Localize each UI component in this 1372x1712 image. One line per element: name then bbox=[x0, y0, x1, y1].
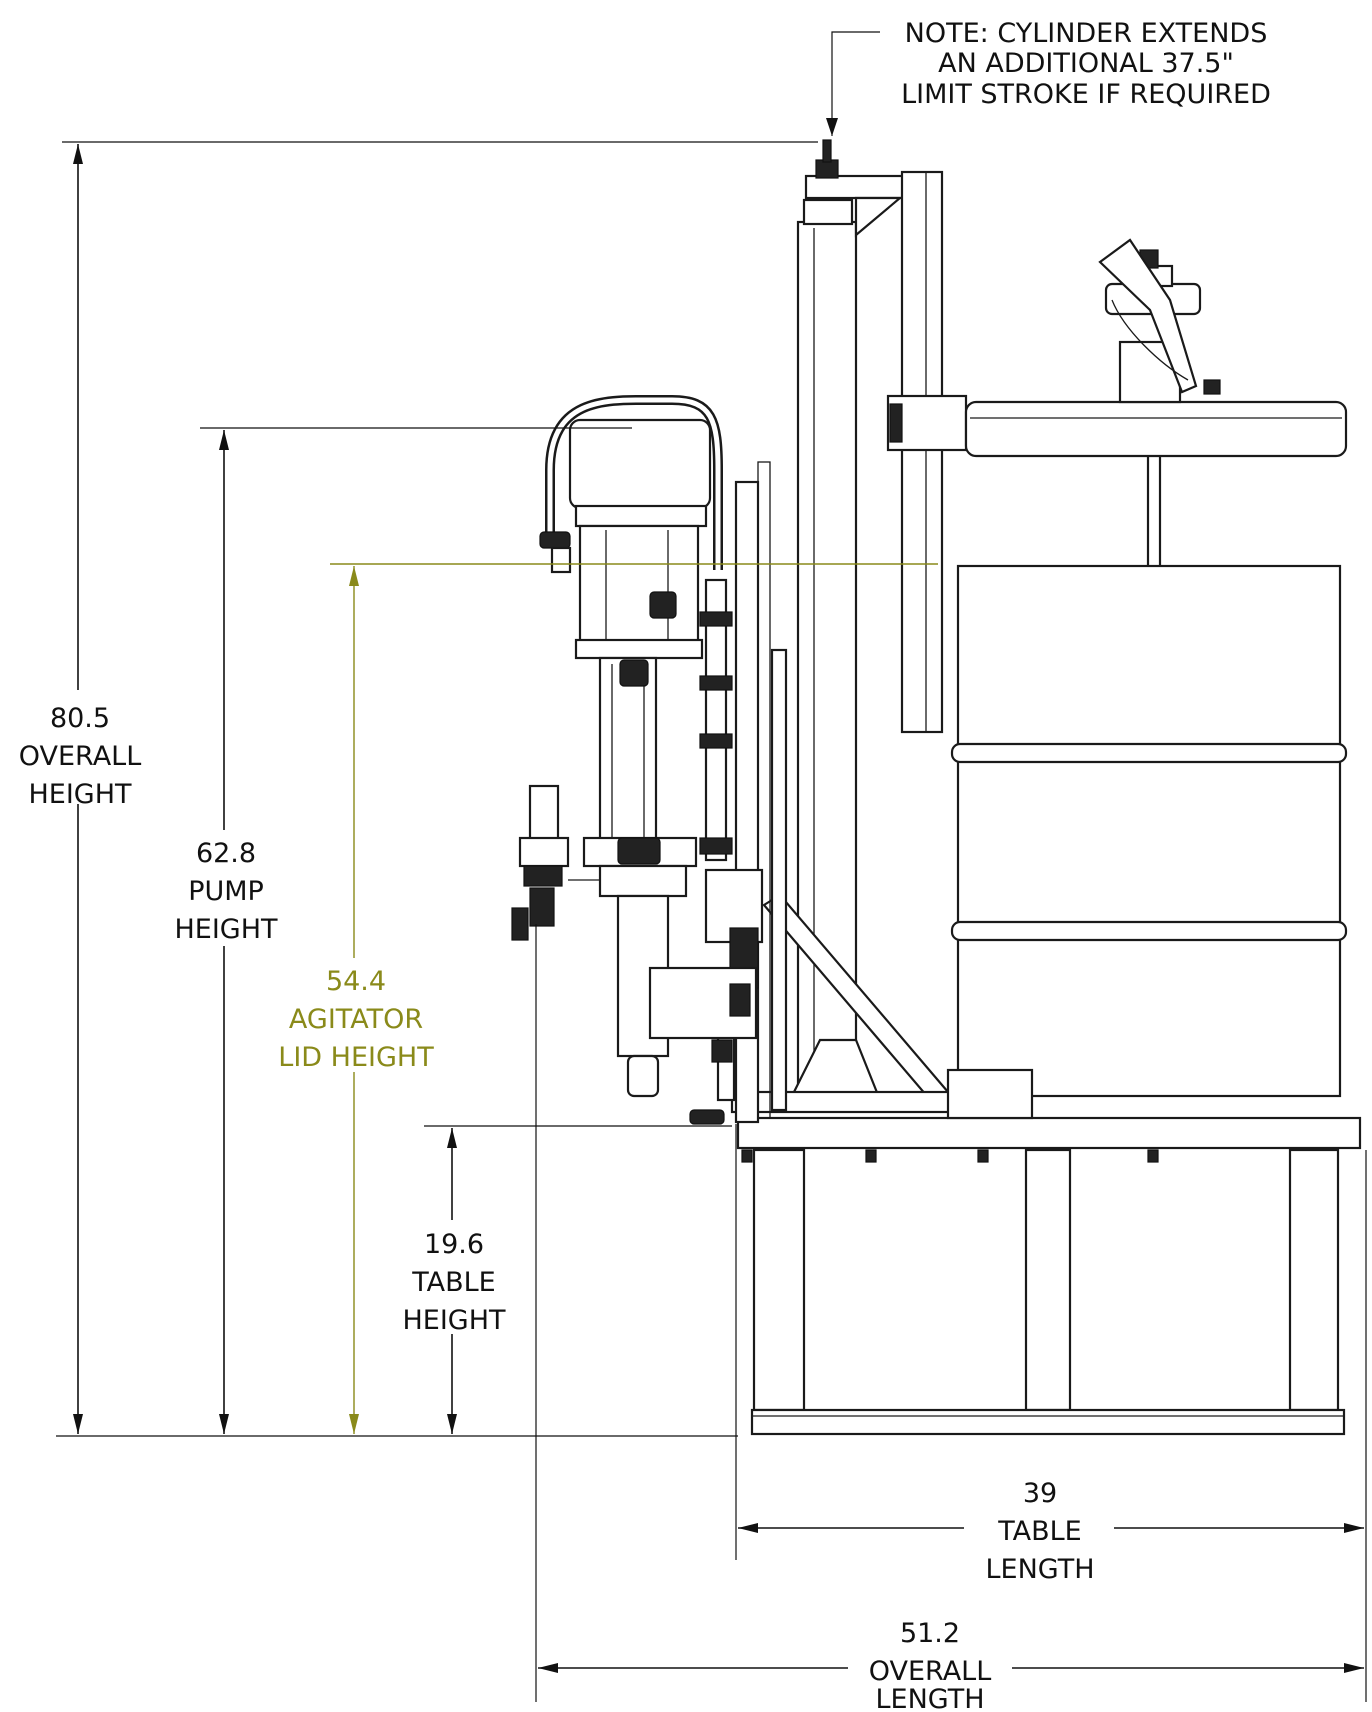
overall-height-dimension: 80.5 OVERALL HEIGHT bbox=[19, 141, 818, 1437]
agitator-lid bbox=[964, 238, 1348, 566]
table-length-label-2: LENGTH bbox=[985, 1554, 1094, 1585]
cylinder-note: NOTE: CYLINDER EXTENDS AN ADDITIONAL 37.… bbox=[826, 18, 1271, 136]
table-length-label-1: TABLE bbox=[997, 1516, 1082, 1547]
note-line-3: LIMIT STROKE IF REQUIRED bbox=[901, 79, 1271, 110]
machine-drawing bbox=[511, 139, 1362, 1436]
overall-height-label-2: HEIGHT bbox=[28, 779, 132, 810]
overall-height-label-1: OVERALL bbox=[19, 741, 142, 772]
agitator-lid-height-label-1: AGITATOR bbox=[289, 1004, 423, 1035]
mast-cylinder bbox=[788, 139, 968, 1102]
table-height-label-2: HEIGHT bbox=[402, 1305, 506, 1336]
pump-assembly bbox=[511, 394, 764, 1125]
table-frame bbox=[736, 1116, 1362, 1436]
overall-length-label-2: LENGTH bbox=[875, 1684, 984, 1712]
table-length-value: 39 bbox=[1023, 1478, 1057, 1509]
table-height-value: 19.6 bbox=[424, 1229, 484, 1260]
table-length-dimension: 39 TABLE LENGTH bbox=[735, 1124, 1367, 1585]
overall-length-value: 51.2 bbox=[900, 1618, 960, 1649]
table-height-label-1: TABLE bbox=[411, 1267, 496, 1298]
overall-length-label-1: OVERALL bbox=[869, 1656, 992, 1687]
note-line-1: NOTE: CYLINDER EXTENDS bbox=[905, 18, 1268, 49]
diagonal-brace bbox=[730, 893, 1004, 1114]
table-height-dimension: 19.6 TABLE HEIGHT bbox=[402, 1125, 732, 1434]
note-line-2: AN ADDITIONAL 37.5" bbox=[938, 48, 1234, 79]
pump-height-dimension: 62.8 PUMP HEIGHT bbox=[174, 427, 632, 1434]
agitator-lid-height-label-2: LID HEIGHT bbox=[278, 1042, 434, 1073]
pump-height-value: 62.8 bbox=[196, 838, 256, 869]
drum bbox=[946, 564, 1348, 1120]
pump-height-label-2: HEIGHT bbox=[174, 914, 278, 945]
agitator-lid-height-dimension: 54.4 AGITATOR LID HEIGHT bbox=[278, 563, 938, 1434]
overall-length-dimension: 51.2 OVERALL LENGTH bbox=[535, 924, 1367, 1712]
agitator-lid-height-value: 54.4 bbox=[326, 966, 386, 997]
overall-height-value: 80.5 bbox=[50, 703, 110, 734]
pump-height-label-1: PUMP bbox=[188, 876, 264, 907]
